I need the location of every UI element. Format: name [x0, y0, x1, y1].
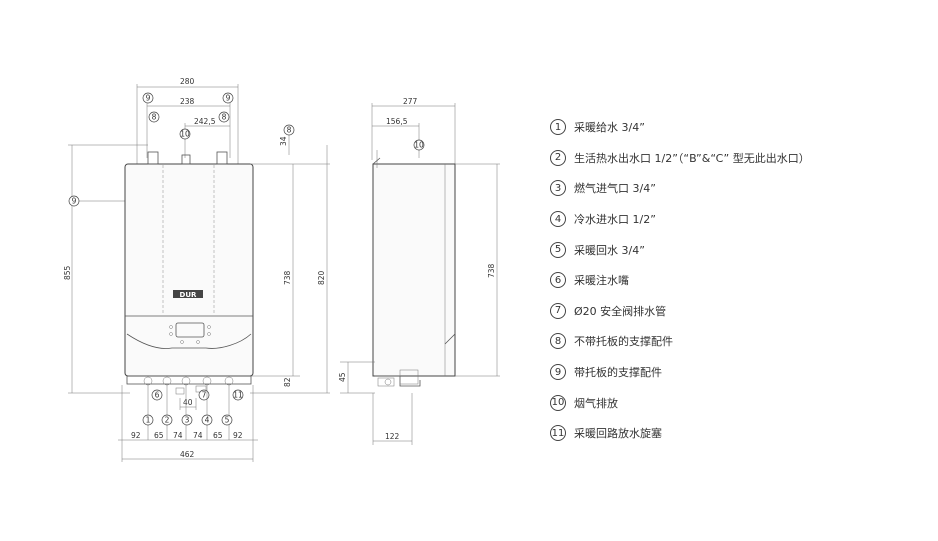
dim-462: 462	[180, 450, 195, 459]
dim-bottom-74-right: 74	[193, 431, 203, 440]
callout-8-right: 8	[222, 113, 227, 122]
legend-item-11: 11 采暖回路放水旋塞	[550, 418, 930, 449]
legend-item-3: 3 燃气进气口 3/4”	[550, 173, 930, 204]
brand-logo-text: DUR	[180, 291, 197, 299]
boiler-side-body	[372, 163, 456, 377]
callout-11: 11	[233, 391, 243, 400]
legend-num-11: 11	[550, 425, 566, 442]
dim-277: 277	[403, 97, 418, 106]
legend-item-8: 8 不带托板的支撑配件	[550, 326, 930, 357]
legend-text-7: Ø20 安全阀排水管	[574, 304, 667, 318]
dim-82: 82	[283, 377, 292, 387]
dim-45: 45	[338, 372, 347, 382]
legend-num-5: 5	[550, 241, 566, 258]
brand-logo	[173, 290, 203, 298]
legend-item-7: 7 Ø20 安全阀排水管	[550, 296, 930, 327]
legend-num-7: 7	[550, 302, 566, 319]
dim-238: 238	[180, 97, 195, 106]
dim-40: 40	[183, 398, 193, 407]
callout-4: 4	[205, 416, 210, 425]
callout-8-left: 8	[152, 113, 157, 122]
dim-bottom-92-left: 92	[131, 431, 141, 440]
legend-text-3: 燃气进气口 3/4”	[574, 182, 656, 196]
dim-156-5: 156,5	[386, 117, 408, 126]
callout-5: 5	[225, 416, 230, 425]
legend-num-6: 6	[550, 272, 566, 289]
dim-bottom-65-right: 65	[213, 431, 223, 440]
legend-num-3: 3	[550, 180, 566, 197]
dim-855: 855	[63, 265, 72, 280]
legend-item-5: 5 采暖回水 3/4”	[550, 234, 930, 265]
legend-num-9: 9	[550, 364, 566, 381]
dim-bottom-65-left: 65	[154, 431, 164, 440]
dim-820: 820	[317, 270, 326, 285]
dim-242-5: 242,5	[194, 117, 216, 126]
legend-item-4: 4 冷水进水口 1/2”	[550, 204, 930, 235]
legend-text-4: 冷水进水口 1/2”	[574, 213, 656, 227]
control-display	[175, 322, 205, 338]
dim-738-front: 738	[283, 270, 292, 285]
legend-text-1: 采暖给水 3/4”	[574, 121, 645, 135]
callout-2: 2	[165, 416, 170, 425]
legend-item-10: 10 烟气排放	[550, 387, 930, 418]
legend-item-6: 6 采暖注水嘴	[550, 265, 930, 296]
dim-738-side: 738	[487, 263, 496, 278]
dim-122: 122	[385, 432, 400, 441]
callout-9-left-side: 9	[72, 197, 77, 206]
dim-bottom-92-right: 92	[233, 431, 243, 440]
legend-text-10: 烟气排放	[574, 396, 618, 410]
legend-text-9: 带托板的支撑配件	[574, 366, 662, 380]
legend-text-5: 采暖回水 3/4”	[574, 243, 645, 257]
callout-6: 6	[155, 391, 160, 400]
legend-num-10: 10	[550, 394, 566, 411]
callout-7: 7	[202, 391, 207, 400]
legend-text-8: 不带托板的支撑配件	[574, 335, 673, 349]
legend-text-11: 采暖回路放水旋塞	[574, 427, 662, 441]
dim-280: 280	[180, 77, 195, 86]
dim-bottom-74-left: 74	[173, 431, 183, 440]
legend-item-9: 9 带托板的支撑配件	[550, 357, 930, 388]
legend-item-1: 1 采暖给水 3/4”	[550, 112, 930, 143]
callout-8-side: 8	[287, 126, 292, 135]
legend-text-2: 生活热水出水口 1/2”（“B”&“C” 型无此出水口）	[574, 151, 810, 165]
legend-text-6: 采暖注水嘴	[574, 274, 629, 288]
legend-item-2: 2 生活热水出水口 1/2”（“B”&“C” 型无此出水口）	[550, 143, 930, 174]
callout-1: 1	[146, 416, 151, 425]
callout-10-front: 10	[180, 130, 190, 139]
callout-10-side: 10	[414, 141, 424, 150]
callout-9-right: 9	[226, 94, 231, 103]
dim-34: 34	[279, 136, 288, 146]
front-view: 280 238 242,5 9 9 8 8 10 8 34 855 9	[63, 77, 330, 462]
callout-3: 3	[185, 416, 190, 425]
legend-num-1: 1	[550, 119, 566, 136]
legend-num-8: 8	[550, 333, 566, 350]
legend: 1 采暖给水 3/4” 2 生活热水出水口 1/2”（“B”&“C” 型无此出水…	[550, 112, 930, 449]
callout-9-left: 9	[146, 94, 151, 103]
side-view: 277 156,5 10 738 45 122	[338, 97, 500, 445]
legend-num-4: 4	[550, 211, 566, 228]
legend-num-2: 2	[550, 149, 566, 166]
